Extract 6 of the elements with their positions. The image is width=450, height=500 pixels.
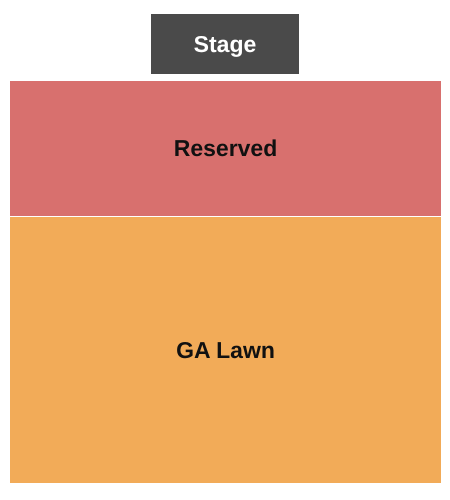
- section-label: Stage: [194, 30, 256, 58]
- stage-block: [151, 14, 299, 74]
- reserved-section: [10, 81, 441, 216]
- section-label: Reserved: [174, 135, 278, 162]
- lawn-section: [10, 217, 441, 483]
- section-label: GA Lawn: [176, 336, 275, 364]
